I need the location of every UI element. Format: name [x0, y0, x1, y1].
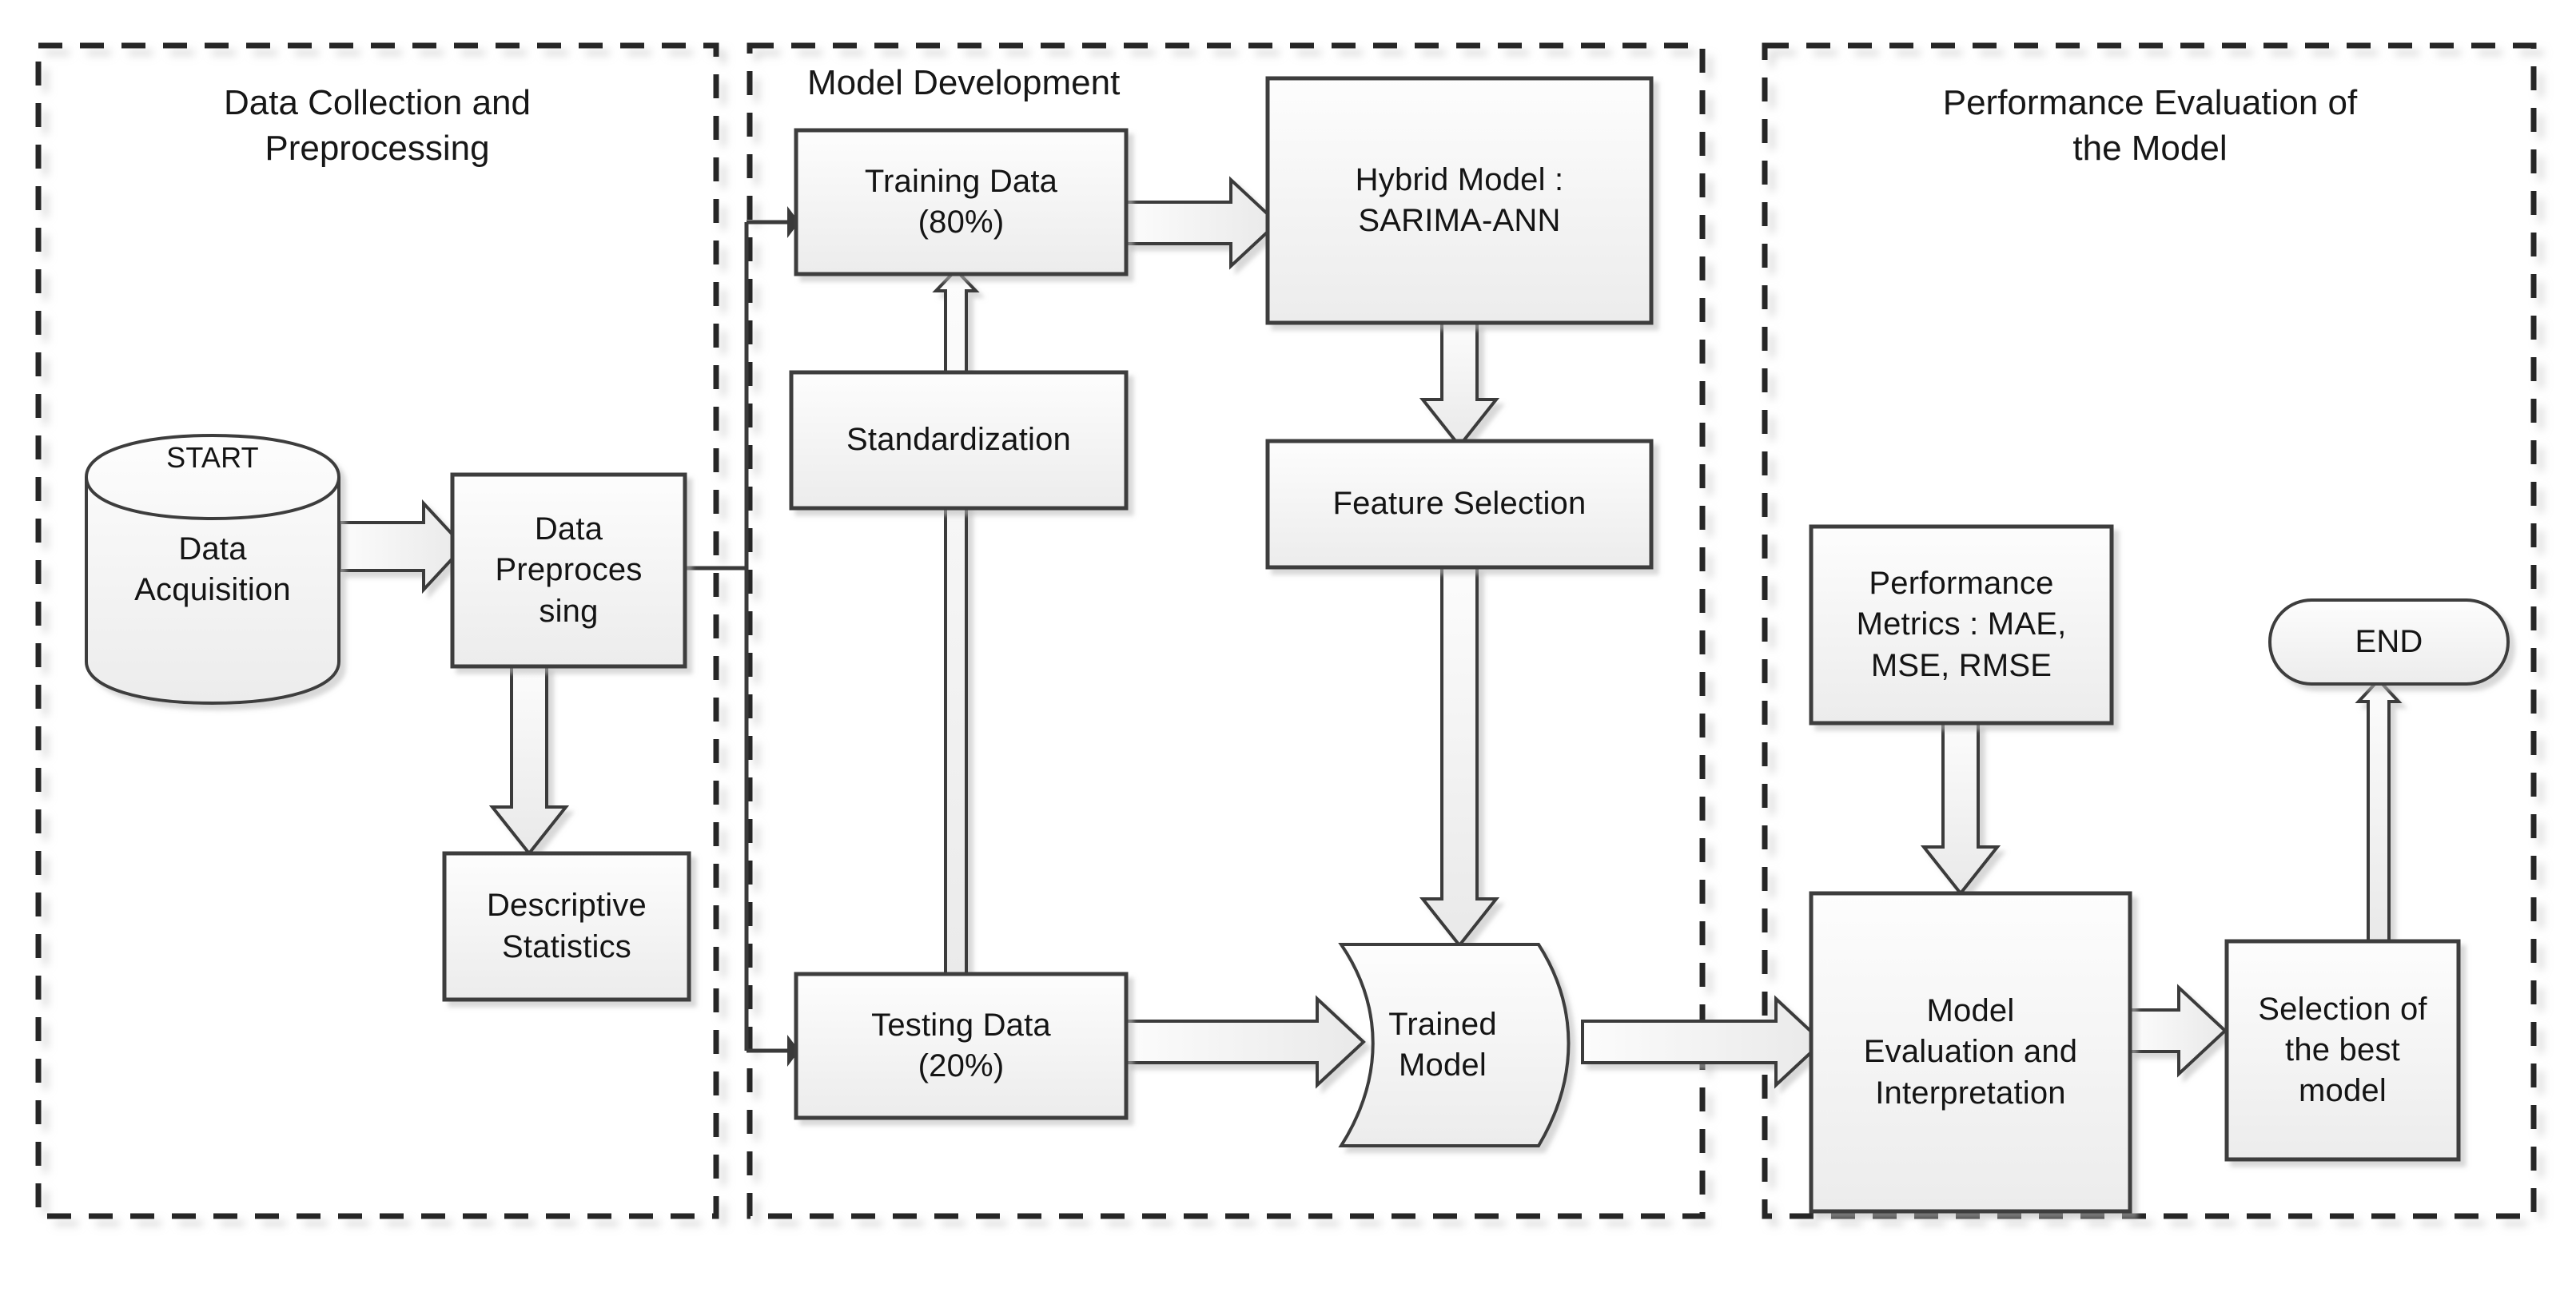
edge-feature-to-trained [1419, 566, 1500, 948]
node-performance-metrics[interactable] [1809, 524, 2114, 726]
node-standardization[interactable] [789, 370, 1129, 511]
edge-testing-to-trained [1124, 995, 1366, 1089]
node-hybrid-model[interactable] [1265, 76, 1654, 325]
node-start-database[interactable] [85, 433, 340, 706]
edge-selection-to-end [2355, 678, 2403, 943]
arrowhead-to-testing-data [787, 1035, 799, 1067]
panel-performance-evaluation-border [1762, 42, 2537, 1219]
node-descriptive-statistics[interactable] [442, 851, 691, 1002]
panel-data-collection-border [35, 42, 719, 1219]
node-end-terminator[interactable] [2268, 598, 2510, 686]
edge-acquisition-to-preprocessing [338, 499, 466, 594]
node-testing-data[interactable] [794, 972, 1129, 1120]
edge-metrics-to-evaluation [1920, 722, 2001, 897]
panel-title-model-development: Model Development [807, 63, 1121, 102]
edge-preprocessing-to-descriptive [488, 664, 570, 857]
node-feature-selection[interactable] [1265, 439, 1654, 570]
edge-trained-to-evaluation [1581, 995, 1825, 1089]
panel-model-development-border [747, 42, 1706, 1219]
node-data-preprocessing[interactable] [450, 472, 687, 669]
edge-evaluation-to-selection [2128, 984, 2228, 1078]
node-model-evaluation[interactable] [1809, 891, 2132, 1214]
edge-preprocessing-branch [685, 206, 799, 1067]
panel-title-performance-evaluation: Performance Evaluation of the Model [1942, 83, 2358, 169]
edge-training-to-hybrid [1124, 176, 1280, 270]
panel-title-data-collection: Data Collection and Preprocessing [223, 83, 531, 169]
node-best-model-selection[interactable] [2224, 939, 2461, 1162]
node-trained-model[interactable] [1338, 943, 1571, 1147]
edge-hybrid-to-feature [1419, 321, 1500, 449]
arrowhead-to-training-data [787, 206, 799, 238]
node-training-data[interactable] [794, 128, 1129, 276]
